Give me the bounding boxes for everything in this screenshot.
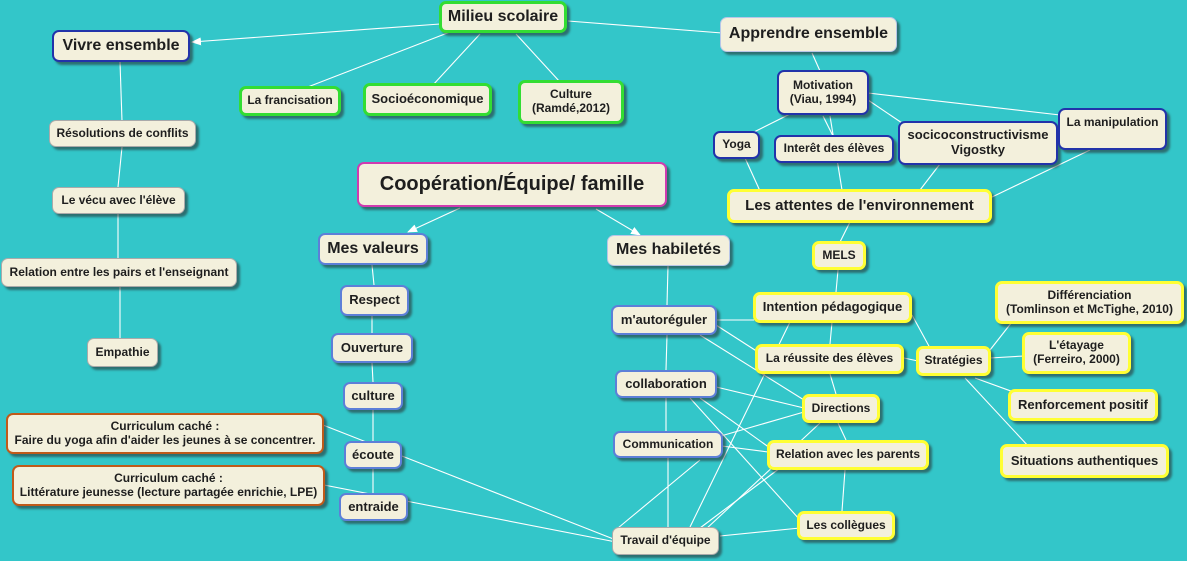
edge-directions-parents <box>837 422 847 441</box>
node-autoreguler[interactable]: m'autoréguler <box>611 305 717 335</box>
edge-curr1-travail <box>299 415 617 541</box>
edge-strategies-diff <box>989 321 1013 351</box>
node-socioeconomique[interactable]: Socioéconomique <box>363 83 492 116</box>
node-central-cooperation[interactable]: Coopération/Équipe/ famille <box>357 162 667 207</box>
node-relation-parents[interactable]: Relation avec les parents <box>767 440 929 470</box>
node-intention-pedagogique[interactable]: Intention pédagogique <box>753 292 912 323</box>
edge-central-habiletes <box>595 208 641 236</box>
edge-intention-reussite <box>829 321 833 345</box>
edge-milieu-francisation <box>299 31 451 91</box>
node-renforcement-positif[interactable]: Renforcement positif <box>1008 389 1158 421</box>
node-yoga[interactable]: Yoga <box>713 131 760 159</box>
edge-habiletes-autoreguler <box>666 265 669 306</box>
edge-communication-directions <box>713 411 805 439</box>
edge-autoreguler-collaboration <box>665 334 668 371</box>
edge-milieu-apprendre <box>567 20 723 34</box>
node-strategies[interactable]: Stratégies <box>916 346 991 376</box>
node-directions[interactable]: Directions <box>802 394 880 423</box>
edge-yoga-attentes <box>744 157 761 192</box>
node-vecu-eleve[interactable]: Le vécu avec l'élève <box>52 187 185 214</box>
node-ecoute[interactable]: écoute <box>344 441 402 469</box>
edge-communication-parents <box>713 444 769 453</box>
node-motivation[interactable]: Motivation (Viau, 1994) <box>777 70 869 115</box>
node-culture[interactable]: culture <box>343 382 403 410</box>
node-empathie[interactable]: Empathie <box>87 338 158 367</box>
node-culture-ramde[interactable]: Culture (Ramdé,2012) <box>518 80 624 124</box>
node-situations-authentiques[interactable]: Situations authentiques <box>1000 444 1169 478</box>
node-curriculum-yoga[interactable]: Curriculum caché : Faire du yoga afin d'… <box>6 413 324 454</box>
node-mes-habiletes[interactable]: Mes habiletés <box>607 235 730 266</box>
node-resolutions-conflits[interactable]: Résolutions de conflits <box>49 120 196 147</box>
edge-strategies-etayage <box>989 355 1025 359</box>
edge-parents-collegues <box>841 469 846 512</box>
node-mes-valeurs[interactable]: Mes valeurs <box>318 233 428 265</box>
edge-apprendre-motivation <box>811 52 821 72</box>
edge-motivation-manip <box>867 92 1061 116</box>
edge-autoreguler-directions <box>699 334 805 401</box>
edge-collaboration-directions <box>711 385 805 409</box>
node-collaboration[interactable]: collaboration <box>615 370 717 398</box>
node-apprendre-ensemble[interactable]: Apprendre ensemble <box>720 17 897 52</box>
edge-travail-communication <box>617 459 701 529</box>
node-attentes-environnement[interactable]: Les attentes de l'environnement <box>727 189 992 223</box>
node-reussite-eleves[interactable]: La réussite des élèves <box>755 344 904 374</box>
node-milieu-scolaire[interactable]: Milieu scolaire <box>439 1 567 33</box>
node-vivre-ensemble[interactable]: Vivre ensemble <box>52 30 190 62</box>
edge-ouverture-culture <box>371 362 374 383</box>
node-socioconstructivisme[interactable]: socicoconstructivisme Vigostky <box>898 121 1058 165</box>
node-travail-equipe[interactable]: Travail d'équipe <box>612 527 719 555</box>
node-mels[interactable]: MELS <box>812 241 866 270</box>
edge-valeurs-respect <box>371 264 375 286</box>
edge-collaboration-collegues <box>689 397 801 521</box>
edge-travail-collegues <box>719 527 801 537</box>
edge-attentes-mels <box>839 221 851 243</box>
edge-motivation-interet <box>822 115 834 137</box>
node-etayage[interactable]: L'étayage (Ferreiro, 2000) <box>1022 332 1131 374</box>
node-respect[interactable]: Respect <box>340 285 409 316</box>
edge-motivation-socio <box>867 99 906 126</box>
edge-milieu-culture <box>515 33 561 83</box>
node-communication[interactable]: Communication <box>613 431 723 458</box>
edge-manip-attentes <box>989 149 1091 199</box>
edge-mels-intention <box>835 269 839 293</box>
node-francisation[interactable]: La francisation <box>239 86 341 116</box>
edge-central-valeurs <box>407 207 461 233</box>
node-ouverture[interactable]: Ouverture <box>331 333 413 363</box>
edge-vivre-resolutions <box>119 61 123 122</box>
node-interet-eleves[interactable]: Interêt des élèves <box>774 135 894 163</box>
edge-intention-strategies <box>911 314 931 349</box>
edge-autoreguler-reussite <box>715 324 759 353</box>
node-curriculum-litterature[interactable]: Curriculum caché : Littérature jeunesse … <box>12 465 325 506</box>
edge-milieu-socioeco <box>431 33 481 87</box>
node-differenciation[interactable]: Différenciation (Tomlinson et McTighe, 2… <box>995 281 1184 324</box>
edge-collaboration-parents <box>699 397 771 449</box>
node-collegues[interactable]: Les collègues <box>797 511 895 540</box>
node-manipulation[interactable]: La manipulation <box>1058 108 1167 150</box>
edge-strategies-situations <box>964 377 1031 449</box>
edge-reussite-strategies <box>903 357 919 362</box>
edge-resolutions-vecu <box>117 146 123 188</box>
edge-motivation-yoga <box>751 113 791 134</box>
edge-socio-attentes <box>919 163 941 191</box>
edge-milieu-vivre <box>191 23 441 46</box>
edge-reussite-directions <box>829 373 837 395</box>
node-relation-pairs[interactable]: Relation entre les pairs et l'enseignant <box>1 258 237 287</box>
node-entraide[interactable]: entraide <box>339 493 408 521</box>
